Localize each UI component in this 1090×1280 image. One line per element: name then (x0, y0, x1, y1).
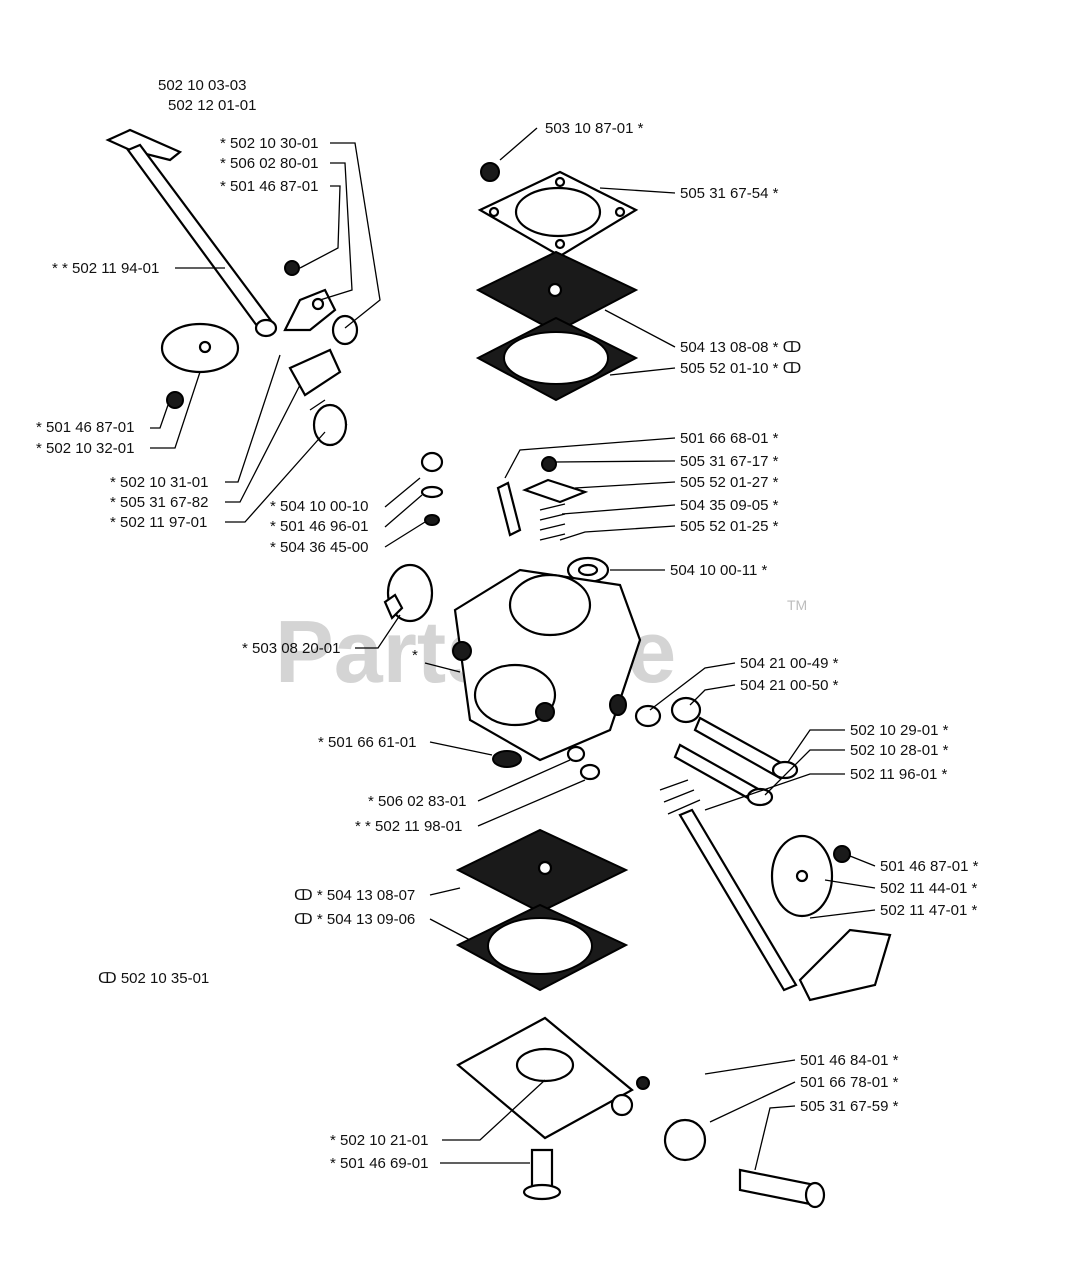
callout-label: 505 52 01-25 * (680, 518, 779, 535)
carburetor-body (452, 568, 642, 762)
callout-label: * 501 66 61-01 (318, 734, 416, 751)
callout-label: * 502 10 31-01 (110, 474, 208, 491)
callout-label: * 505 31 67-82 (110, 494, 208, 511)
callout-label: * 502 10 30-01 (220, 135, 318, 152)
callout-label: ↀ * 504 13 09-06 (294, 911, 415, 928)
callout-label: 504 10 00-11 * (670, 562, 767, 579)
filter-screen (492, 750, 522, 768)
callout-label: 504 21 00-49 * (740, 655, 839, 672)
callout-label: * 501 46 87-01 (220, 178, 318, 195)
throttle-shaft-upper (105, 128, 278, 338)
callout-label: 505 31 67-17 * (680, 453, 779, 470)
callout-label: 505 31 67-59 * (800, 1098, 899, 1115)
callout-label: * 502 10 32-01 (36, 440, 134, 457)
top-label-1: 502 10 03-03 (158, 77, 246, 94)
callout-label: 503 10 87-01 * (545, 120, 644, 137)
leader-lines (150, 127, 876, 1171)
small-plugs (566, 745, 601, 781)
callout-label: ↀ * 504 13 08-07 (294, 887, 415, 904)
callout-label: * 502 11 97-01 (110, 514, 207, 531)
callout-label: ↀ 502 10 35-01 (98, 970, 209, 987)
callout-label: * 501 46 69-01 (330, 1155, 428, 1172)
callout-label: 501 66 68-01 * (680, 430, 779, 447)
choke-shaft-lower (659, 779, 892, 1002)
metering-cover (456, 1016, 650, 1140)
callout-label: 501 46 87-01 * (880, 858, 979, 875)
needle-valve-stack (420, 451, 444, 526)
callout-label: 504 21 00-50 * (740, 677, 839, 694)
watermark-trademark: TM (787, 597, 807, 613)
inlet-needle-assembly (496, 456, 589, 541)
metering-gasket (455, 903, 629, 992)
callout-label: 502 10 29-01 * (850, 722, 949, 739)
callout-label: * 506 02 80-01 (220, 155, 318, 172)
pump-gasket (475, 316, 639, 402)
metering-diaphragm (455, 828, 629, 914)
callout-label: 501 66 78-01 * (800, 1074, 899, 1091)
callout-label: 505 31 67-54 * (680, 185, 779, 202)
callout-label: * 504 10 00-10 (270, 498, 368, 515)
adjusting-screws (634, 696, 799, 807)
callout-label: 501 46 84-01 * (800, 1052, 899, 1069)
cover-screw (522, 1148, 562, 1201)
callout-label: 504 13 08-08 * ↀ (680, 339, 801, 356)
top-label-2: 502 12 01-01 (168, 97, 256, 114)
callout-label: 505 52 01-27 * (680, 474, 779, 491)
bottom-spring-screw (663, 1118, 826, 1209)
fitting-left (383, 563, 434, 623)
callout-label: * * 502 11 98-01 (355, 818, 462, 835)
callout-label: * 502 10 21-01 (330, 1132, 428, 1149)
callout-label: 502 11 47-01 * (880, 902, 977, 919)
callout-label: 504 35 09-05 * (680, 497, 779, 514)
throttle-plate-upper (160, 322, 240, 374)
spring-upper (288, 348, 348, 447)
callout-label: * 506 02 83-01 (368, 793, 466, 810)
callout-label: * 501 46 96-01 (270, 518, 368, 535)
callout-label: * 503 08 20-01 (242, 640, 340, 657)
callout-label: * (412, 647, 418, 664)
callout-label: 502 11 96-01 * (850, 766, 947, 783)
callout-label: * 501 46 87-01 (36, 419, 134, 436)
callout-label: 502 10 28-01 * (850, 742, 949, 759)
callout-label: 502 11 44-01 * (880, 880, 977, 897)
lever-bracket (283, 260, 359, 346)
pump-diaphragm (475, 250, 639, 334)
callout-label: * 504 36 45-00 (270, 539, 368, 556)
callout-labels: 502 10 03-03 502 12 01-01 * 502 10 30-01… (36, 77, 979, 1172)
screw-upper-left (166, 391, 184, 409)
choke-plate-lower (770, 834, 851, 918)
callout-label: * * 502 11 94-01 (52, 260, 159, 277)
pump-cover (477, 162, 639, 258)
callout-label: 505 52 01-10 * ↀ (680, 360, 801, 377)
